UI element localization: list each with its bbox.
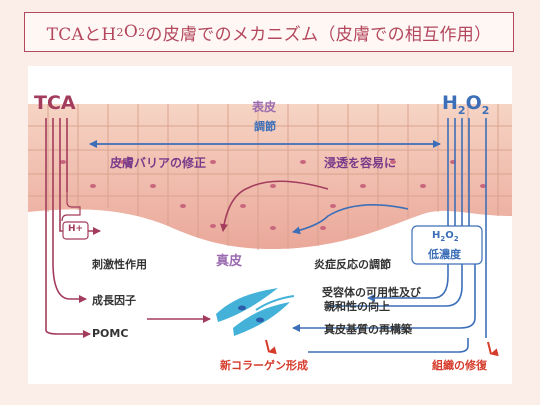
fibroblast-cells	[216, 288, 295, 336]
h2o2-label: H2O2	[442, 92, 489, 117]
h2o2-sub2: 2	[481, 103, 490, 117]
cell-nuclei	[60, 160, 486, 230]
epidermis-label: 表皮	[252, 100, 277, 114]
receptor-label-2: 親和性の向上	[324, 300, 390, 313]
penetration-label: 浸透を容易に	[324, 156, 397, 170]
new-collagen-label: 新コラーゲン形成	[220, 359, 308, 372]
growth-factor-label: 成長因子	[92, 294, 136, 307]
h2o2-h: H	[442, 92, 458, 114]
receptor-label-1: 受容体の可用性及び	[322, 286, 421, 299]
h2o2-sub1: 2	[457, 103, 466, 117]
diagram-graphics	[28, 104, 512, 357]
tissue-repair-label: 組織の修復	[432, 359, 487, 372]
inflammation-label: 炎症反応の調節	[314, 258, 391, 271]
title-sub-2: 2	[138, 25, 146, 39]
h2o2-low-label: H2O2	[432, 230, 459, 243]
pomc-label: POMC	[92, 327, 129, 340]
low-concentration-label: 低濃度	[428, 248, 461, 261]
title-mid: O	[123, 22, 139, 42]
title-post: の皮膚でのメカニズム（皮膚での相互作用）	[145, 24, 492, 45]
h2o2-lines	[89, 118, 487, 353]
h2o2-low-s1: 2	[440, 235, 446, 243]
h2o2-o: O	[465, 92, 482, 114]
tca-label: TCA	[34, 92, 76, 114]
h-plus-label: H+	[68, 224, 84, 234]
mechanism-diagram: TCA H2O2 表皮 調節 皮膚バリアの修正 浸透を容易に H+ H2O2 低…	[28, 66, 512, 384]
barrier-fix-label: 皮膚バリアの修正	[110, 156, 207, 170]
dermis-label: 真皮	[216, 254, 243, 269]
h2o2-low-h: H	[432, 230, 441, 241]
matrix-label: 真皮基質の再構築	[324, 323, 412, 336]
title-pre: TCAとH	[46, 24, 117, 45]
h2o2-low-o: O	[445, 230, 454, 241]
cell-outlines	[28, 104, 512, 250]
regulation-label: 調節	[254, 120, 276, 133]
h-plus-box	[62, 221, 89, 240]
low-concentration-box	[411, 225, 483, 265]
irritant-label: 刺激性作用	[92, 258, 147, 271]
epidermis-layer	[28, 104, 512, 250]
title-sub-1: 2	[116, 25, 124, 39]
h2o2-low-s2: 2	[453, 235, 459, 243]
